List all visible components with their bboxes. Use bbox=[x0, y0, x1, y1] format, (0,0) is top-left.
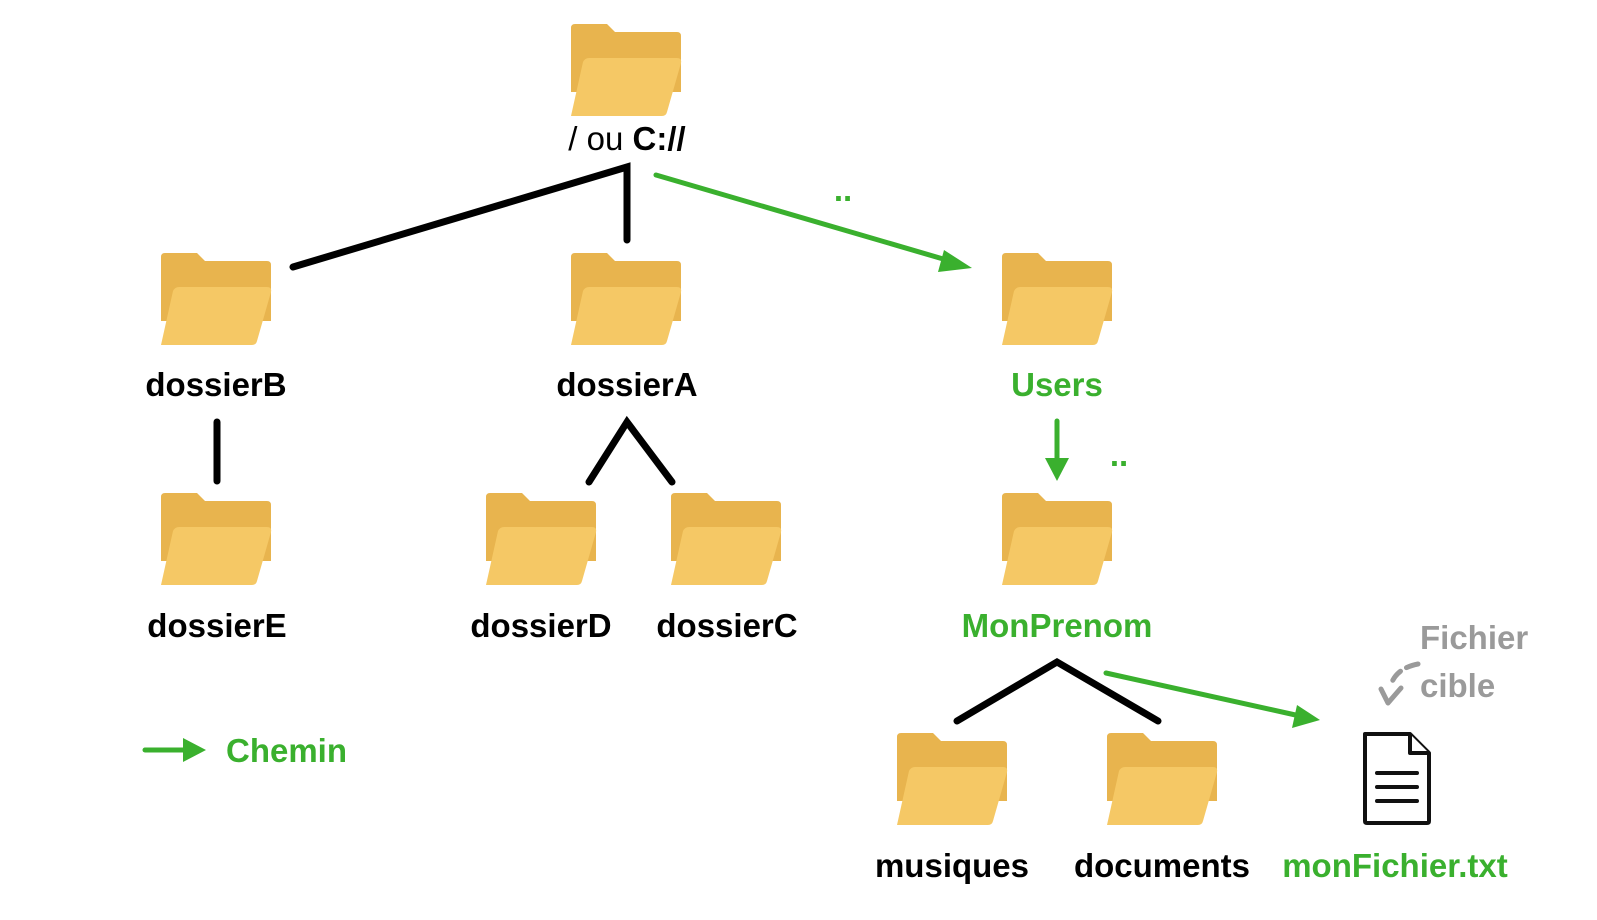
folder-icon bbox=[1002, 253, 1113, 345]
folder-label-dossierD: dossierD bbox=[470, 607, 611, 644]
folder-icon bbox=[486, 493, 597, 585]
root-label: / ou C:// bbox=[568, 120, 685, 157]
file-label: monFichier.txt bbox=[1282, 847, 1508, 884]
path-arrow-monprenom-file bbox=[1103, 670, 1320, 728]
text-file-icon bbox=[1363, 732, 1431, 825]
folder-icon bbox=[1002, 493, 1113, 585]
folder-label-documents: documents bbox=[1074, 847, 1250, 884]
folder-label-dossierE: dossierE bbox=[147, 607, 286, 644]
folder-label-dossierB: dossierB bbox=[145, 366, 286, 403]
legend-path-arrow bbox=[142, 738, 206, 762]
folder-label-musiques: musiques bbox=[875, 847, 1029, 884]
edge-monprenom-children bbox=[953, 657, 1162, 725]
path-marker-users: .. bbox=[834, 171, 852, 208]
folder-label-users: Users bbox=[1011, 366, 1103, 403]
target-note-line2: cible bbox=[1420, 667, 1495, 704]
folder-icon bbox=[161, 253, 272, 345]
edge-dossierA-children bbox=[585, 415, 676, 486]
folder-icon bbox=[897, 733, 1008, 825]
folder-icon bbox=[571, 24, 682, 116]
edge-root-dossierB bbox=[289, 162, 631, 271]
folder-label-dossierA: dossierA bbox=[556, 366, 697, 403]
folder-label-monprenom: MonPrenom bbox=[962, 607, 1153, 644]
folder-label-dossierC: dossierC bbox=[656, 607, 797, 644]
path-arrow-root-users bbox=[653, 172, 972, 272]
path-marker-monprenom: .. bbox=[1110, 436, 1128, 473]
legend-label: Chemin bbox=[226, 732, 347, 769]
folder-icon bbox=[571, 253, 682, 345]
folder-icon bbox=[1107, 733, 1218, 825]
target-note-line1: Fichier bbox=[1420, 619, 1528, 656]
curved-arrow-icon bbox=[1378, 661, 1421, 706]
path-arrow-users-monprenom bbox=[1045, 418, 1069, 481]
folder-icon bbox=[671, 493, 782, 585]
folder-icon bbox=[161, 493, 272, 585]
